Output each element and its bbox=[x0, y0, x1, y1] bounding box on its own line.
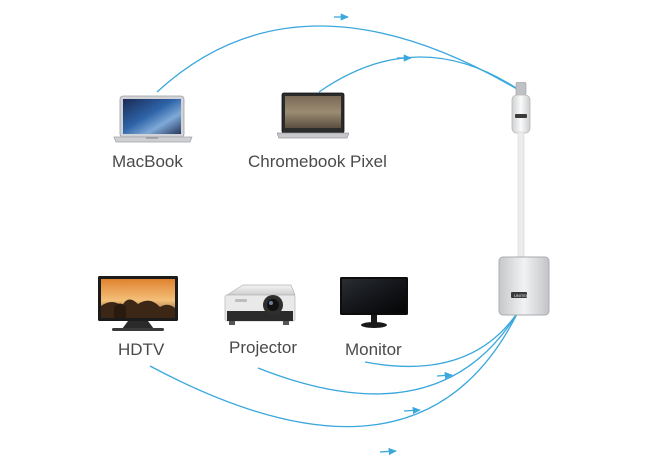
adapter-brand-label: UNITEK bbox=[514, 293, 529, 298]
arrowhead-projector bbox=[404, 410, 420, 411]
arrow-macbook-to-adapter bbox=[157, 26, 522, 92]
monitor-label: Monitor bbox=[345, 340, 402, 360]
hdtv-icon bbox=[98, 276, 178, 332]
arrowhead-hdtv bbox=[380, 451, 396, 452]
usb-c-to-vga-adapter-icon bbox=[495, 82, 555, 317]
projector-icon bbox=[221, 283, 297, 327]
projector-label: Projector bbox=[229, 338, 297, 358]
monitor-icon bbox=[339, 276, 409, 330]
macbook-label: MacBook bbox=[112, 152, 183, 172]
macbook-laptop-icon bbox=[113, 95, 193, 145]
hdtv-label: HDTV bbox=[118, 340, 164, 360]
chromebook-laptop-icon bbox=[277, 92, 349, 140]
arrowhead-monitor bbox=[437, 375, 452, 376]
arrow-adapter-to-hdtv bbox=[150, 312, 518, 427]
chromebook-label: Chromebook Pixel bbox=[248, 152, 387, 172]
arrow-chromebook-to-adapter bbox=[319, 57, 522, 92]
